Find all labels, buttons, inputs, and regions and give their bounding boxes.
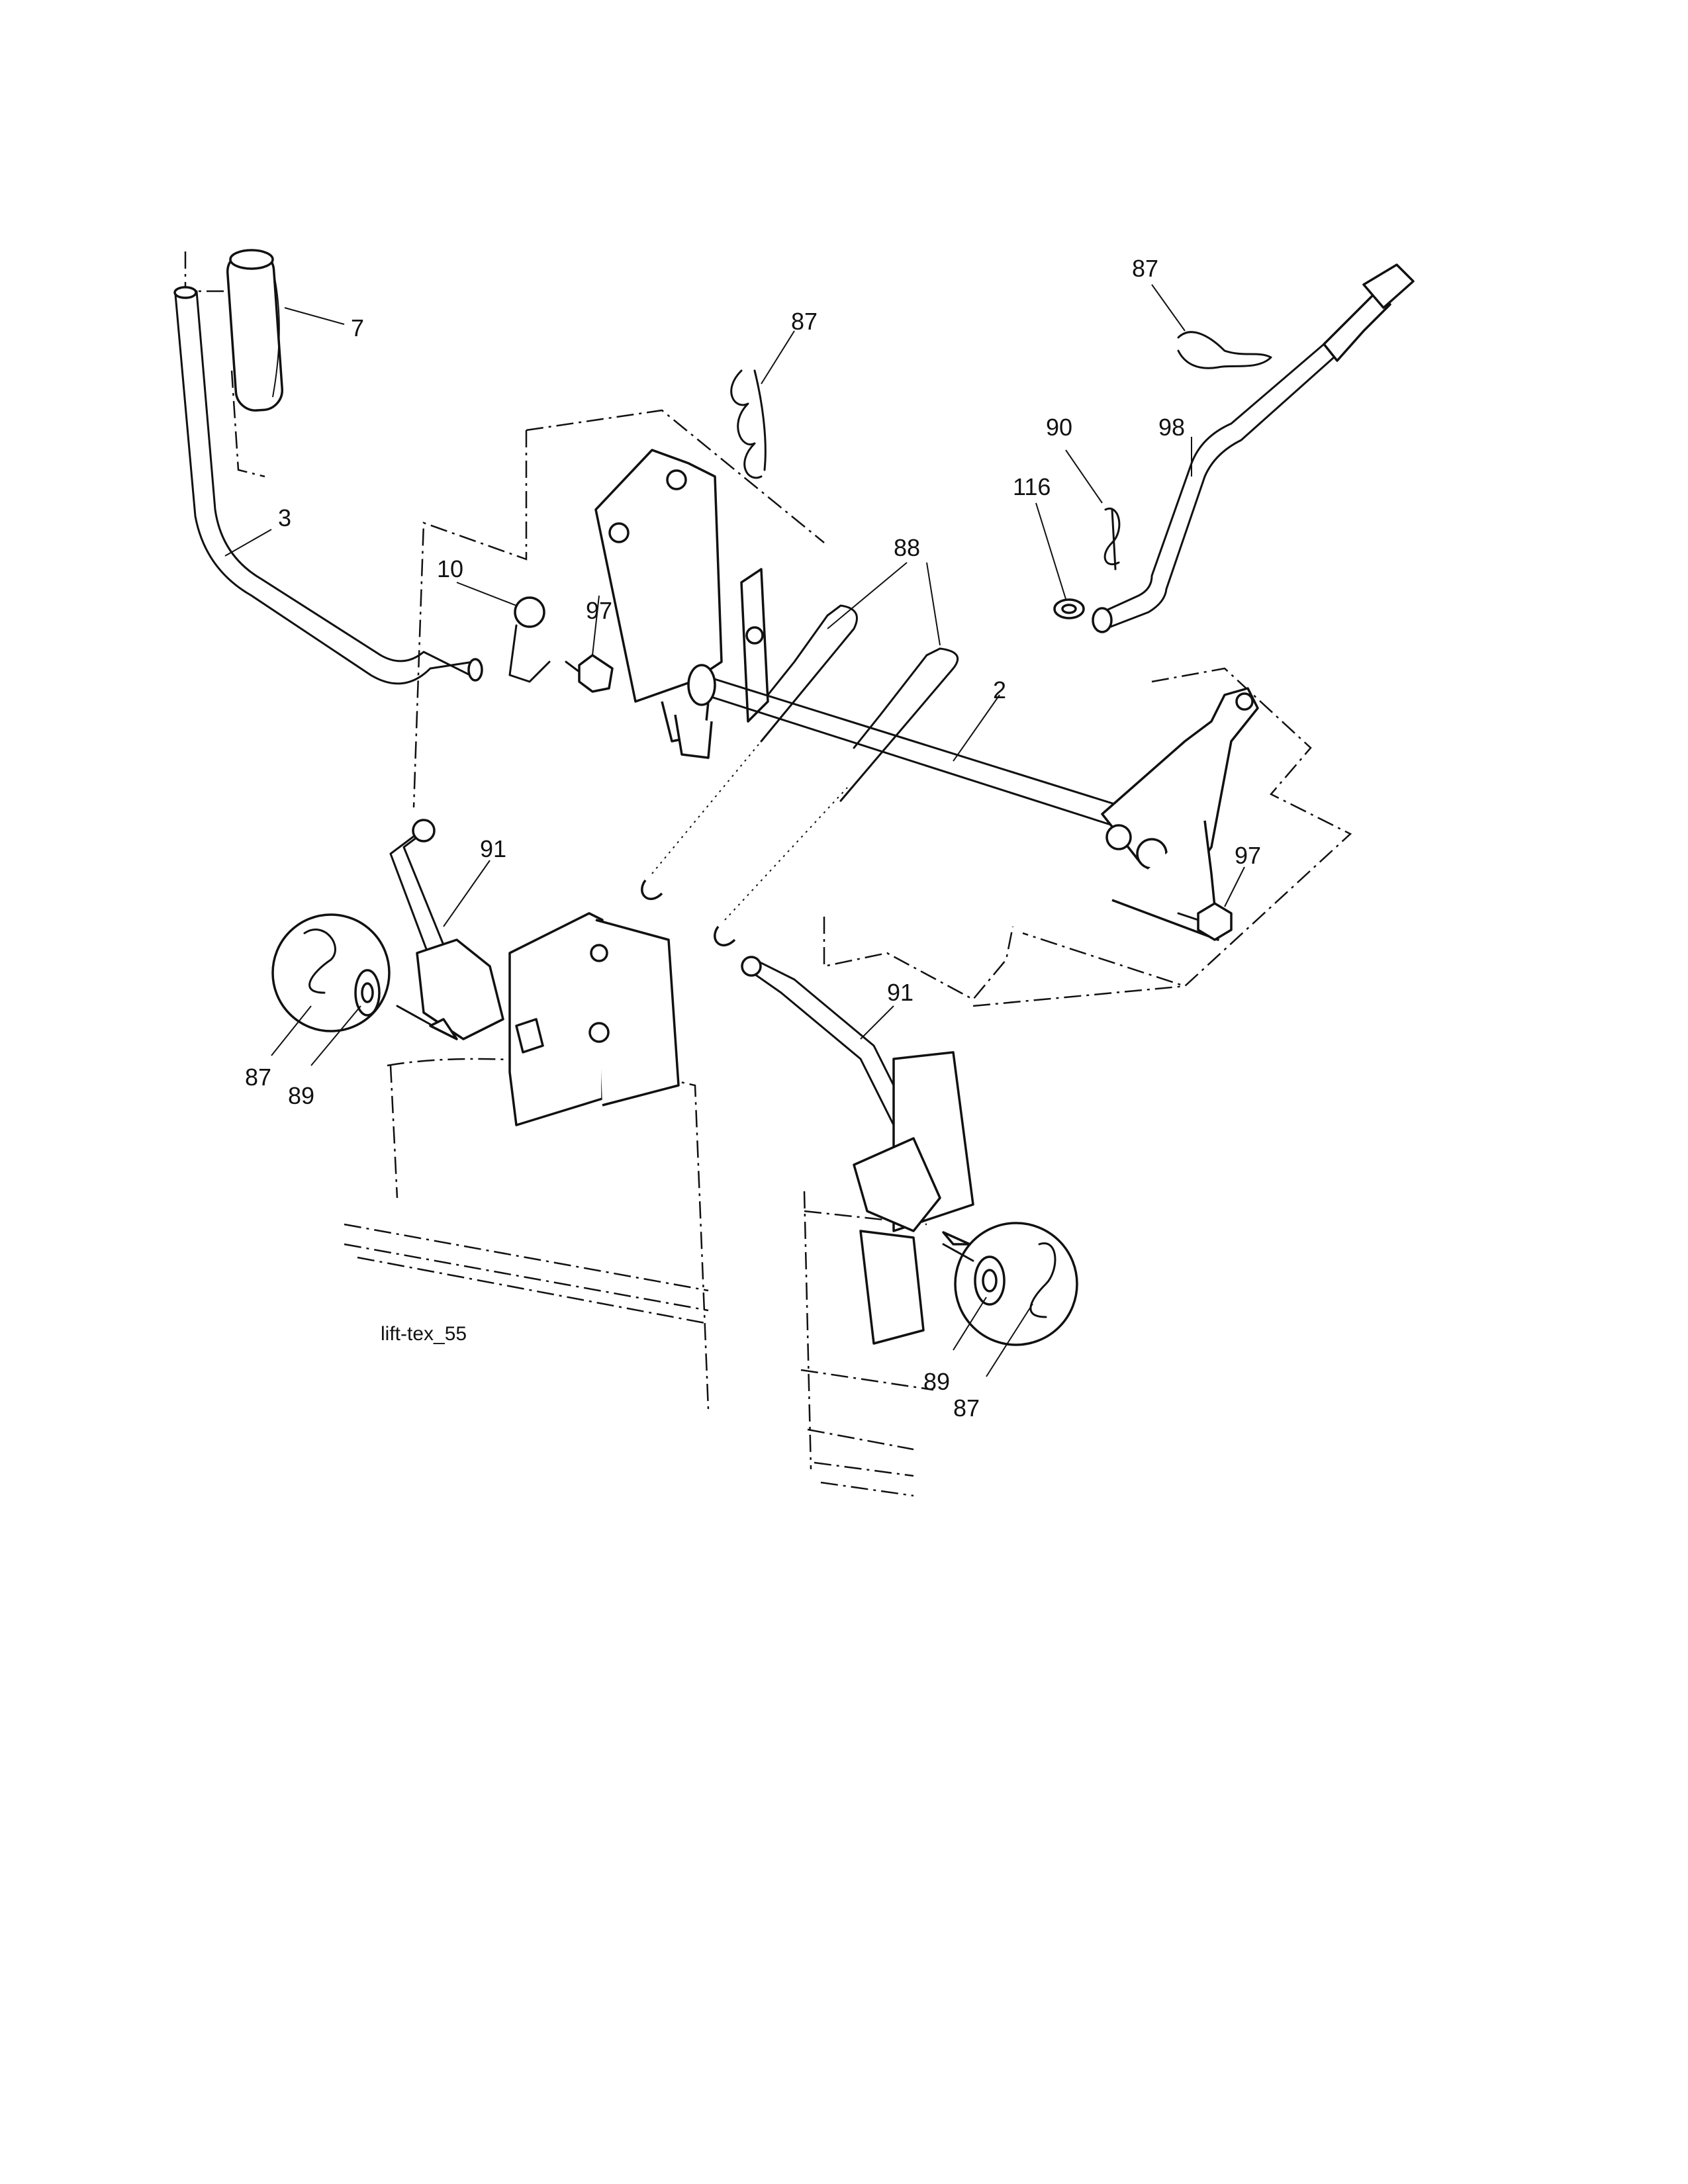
- diagram-caption: lift-tex_55: [381, 1323, 467, 1345]
- callout-89-right-detail: 89: [923, 1368, 950, 1395]
- hairpin-clip-top-center: [730, 369, 767, 479]
- detail-callout-right: [942, 1222, 1078, 1346]
- callout-88: 88: [894, 534, 920, 561]
- callout-labels: 7 87 87 3 10 97 88 90 98 116 2 91 97 87 …: [245, 255, 1261, 1422]
- callout-91-left: 91: [480, 835, 506, 862]
- callout-97-left: 97: [586, 597, 612, 624]
- callout-7: 7: [351, 314, 364, 341]
- right-deck-link: [741, 956, 974, 1345]
- left-spring-coil: [641, 741, 762, 901]
- callout-87-top-center: 87: [791, 308, 818, 335]
- callout-87-right-detail: 87: [953, 1394, 980, 1422]
- hairpin-clip-top-right: [1177, 331, 1272, 369]
- cross-shaft: [687, 664, 1127, 829]
- callout-116: 116: [1013, 473, 1051, 500]
- right-spring-coil: [714, 787, 848, 947]
- leader-lines: [224, 284, 1245, 1377]
- adjustment-rod: [1092, 263, 1415, 633]
- torsion-spring: [508, 596, 551, 683]
- callout-87-top-right: 87: [1132, 255, 1158, 282]
- pivot-bracket: [412, 409, 825, 808]
- lift-handle: [173, 286, 483, 685]
- bolt-left: [565, 654, 614, 693]
- mower-deck-outline: [344, 1058, 934, 1497]
- detail-callout-left: [271, 913, 458, 1040]
- deck-link-phantom: [823, 917, 1186, 1007]
- callout-87-left-detail: 87: [245, 1064, 271, 1091]
- callout-97-right: 97: [1235, 842, 1261, 869]
- callout-2: 2: [993, 676, 1006, 704]
- callout-89-left-detail: 89: [288, 1082, 314, 1109]
- washer-116: [1053, 598, 1085, 619]
- retaining-clip-90: [1103, 507, 1121, 570]
- callout-90: 90: [1046, 414, 1072, 441]
- callout-10: 10: [437, 555, 463, 582]
- lift-handle-grip: [184, 249, 284, 478]
- callout-91-right: 91: [887, 979, 914, 1006]
- callout-3: 3: [278, 504, 291, 531]
- callout-98: 98: [1158, 414, 1185, 441]
- left-deck-link: [389, 819, 680, 1126]
- right-pivot-bracket: [1022, 667, 1352, 987]
- lift-springs: [641, 604, 959, 947]
- bolt-right: [1177, 902, 1233, 941]
